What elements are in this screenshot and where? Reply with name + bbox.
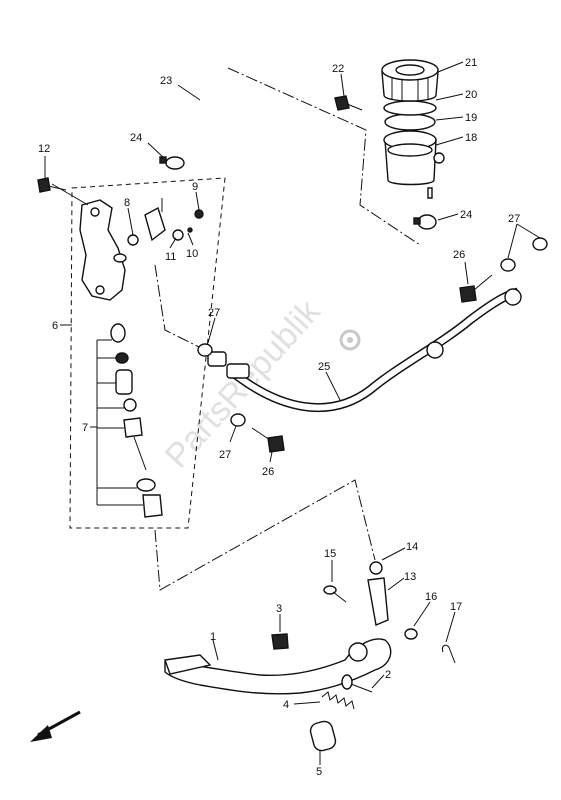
front-direction-arrow-icon xyxy=(30,710,81,742)
callout-9: 9 xyxy=(192,181,198,193)
callout-19: 19 xyxy=(465,112,477,124)
reservoir-diaphragm xyxy=(384,113,436,131)
reservoir-bolt xyxy=(334,95,363,111)
callout-25: 25 xyxy=(318,361,330,373)
callout-23: 23 xyxy=(160,75,172,87)
callout-27-bottom: 27 xyxy=(219,449,231,461)
piston-kit xyxy=(110,323,163,518)
callout-24-upper: 24 xyxy=(130,132,142,144)
callout-13: 13 xyxy=(404,571,416,583)
hose-clip-upper xyxy=(159,156,185,170)
watermark-gear-icon xyxy=(339,329,361,351)
reservoir-hose xyxy=(169,74,236,176)
assembly-leader-lines xyxy=(154,67,421,591)
callout-16: 16 xyxy=(425,591,437,603)
mounting-bolt xyxy=(37,177,67,193)
copper-washer-1 xyxy=(197,343,213,357)
hose-clip-lower xyxy=(413,214,437,230)
brake-pedal xyxy=(164,638,392,695)
cotter-pin xyxy=(441,644,456,664)
callout-6: 6 xyxy=(52,320,58,332)
callout-17: 17 xyxy=(450,601,462,613)
copper-washer-2 xyxy=(230,413,246,427)
return-spring xyxy=(321,691,355,710)
callout-27-left: 27 xyxy=(208,307,220,319)
reservoir-tank xyxy=(383,130,445,199)
master-cylinder-body xyxy=(79,199,127,301)
copper-washer-3 xyxy=(500,237,548,272)
callout-5: 5 xyxy=(316,766,322,778)
callout-10: 10 xyxy=(186,248,198,260)
callout-7: 7 xyxy=(82,422,88,434)
callout-15: 15 xyxy=(324,548,336,560)
callout-18: 18 xyxy=(465,132,477,144)
callout-21: 21 xyxy=(465,57,477,69)
brake-hose xyxy=(207,287,522,413)
kit-bracket-lines xyxy=(96,339,143,506)
pedal-nut xyxy=(271,633,289,650)
callout-20: 20 xyxy=(465,89,477,101)
o-ring xyxy=(127,234,139,246)
union-bolt-1 xyxy=(459,274,493,303)
clevis-pin xyxy=(323,585,347,603)
callout-4: 4 xyxy=(283,699,289,711)
union-bolt-2 xyxy=(251,427,285,453)
master-cylinder-assembly-outline xyxy=(69,177,226,529)
callout-24-lower: 24 xyxy=(460,209,472,221)
callout-22: 22 xyxy=(332,63,344,75)
diaphragm-plate xyxy=(383,100,437,116)
reservoir-cap xyxy=(381,59,439,102)
pedal-cover xyxy=(309,720,337,752)
joint-screw xyxy=(194,209,204,219)
callout-leaders xyxy=(44,61,541,765)
callout-1: 1 xyxy=(210,631,216,643)
joint-washer xyxy=(172,227,193,241)
hose-joint xyxy=(144,198,166,242)
callout-26-lower: 26 xyxy=(262,466,274,478)
clevis-washer xyxy=(404,628,418,640)
pivot-bolt xyxy=(341,674,373,693)
callout-8: 8 xyxy=(124,197,130,209)
pushrod-clevis xyxy=(367,561,389,626)
callout-3: 3 xyxy=(276,603,282,615)
callout-labels: 1 2 3 4 5 6 7 8 9 10 11 12 13 14 15 16 1… xyxy=(38,57,520,778)
callout-11: 11 xyxy=(165,251,176,263)
callout-2: 2 xyxy=(385,669,391,681)
callout-14: 14 xyxy=(406,541,418,553)
callout-27-right: 27 xyxy=(508,213,520,225)
callout-26-upper: 26 xyxy=(453,249,465,261)
callout-12: 12 xyxy=(38,143,50,155)
